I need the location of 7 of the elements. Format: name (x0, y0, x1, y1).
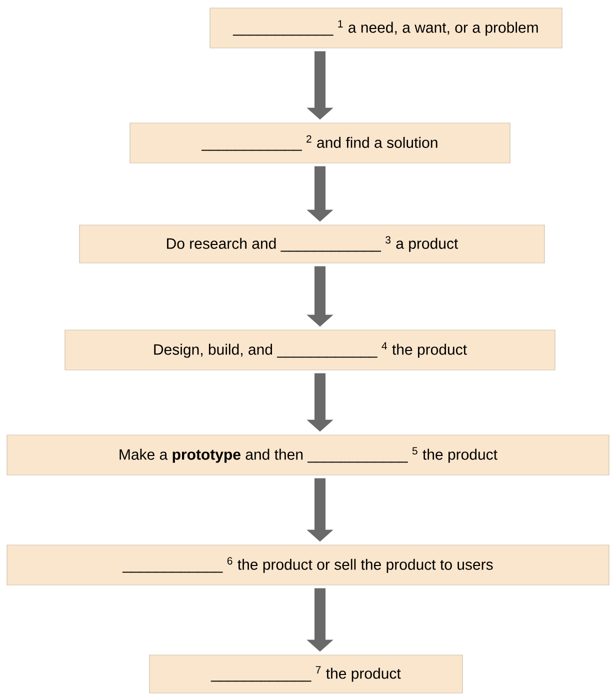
step-box: ____________ $^{7}$ the product (149, 654, 463, 694)
step-box: ____________ $^{1}$ a need, a want, or a problem (210, 8, 562, 48)
step-box: ____________ $^{2}$ and find a solution (130, 122, 510, 164)
step-box: ____________ $^{6}$ the product or sell the product to users (6, 544, 610, 586)
step-box: Do research and ____________ $^{3}$ a product (79, 224, 545, 264)
step-box: Design, build, and ____________ $^{4}$ the product (64, 330, 556, 370)
step-box: Make a prototype and then ____________ $^{5}$ the product (6, 434, 610, 476)
